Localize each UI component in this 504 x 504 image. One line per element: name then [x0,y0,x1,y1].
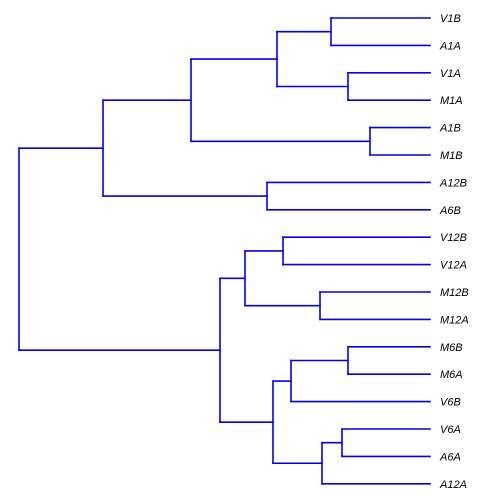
leaf-label: V6A [440,424,461,436]
leaf-label: A6A [439,451,461,463]
leaf-label: A6B [439,205,461,217]
leaf-label: V6B [440,397,461,409]
leaf-label: A1B [439,123,461,135]
leaf-label: M12A [440,314,469,326]
leaf-label: A12A [439,479,467,491]
branches [18,17,431,485]
leaf-label: M12B [440,287,469,299]
leaf-label: V12A [440,260,467,272]
leaf-label: V12B [440,232,467,244]
leaf-label: V1A [440,68,461,80]
leaf-label: M1A [440,95,463,107]
leaf-label: V1B [440,13,461,25]
leaf-labels: V1B A1A V1A M1A A1B M1B A12B A6B V12B V12A M12B M12… [439,13,469,491]
leaf-label: M6B [440,342,463,354]
leaf-label: M1B [440,150,463,162]
leaf-label: A12B [439,177,467,189]
leaf-label: A1A [439,40,461,52]
leaf-label: M6A [440,369,463,381]
